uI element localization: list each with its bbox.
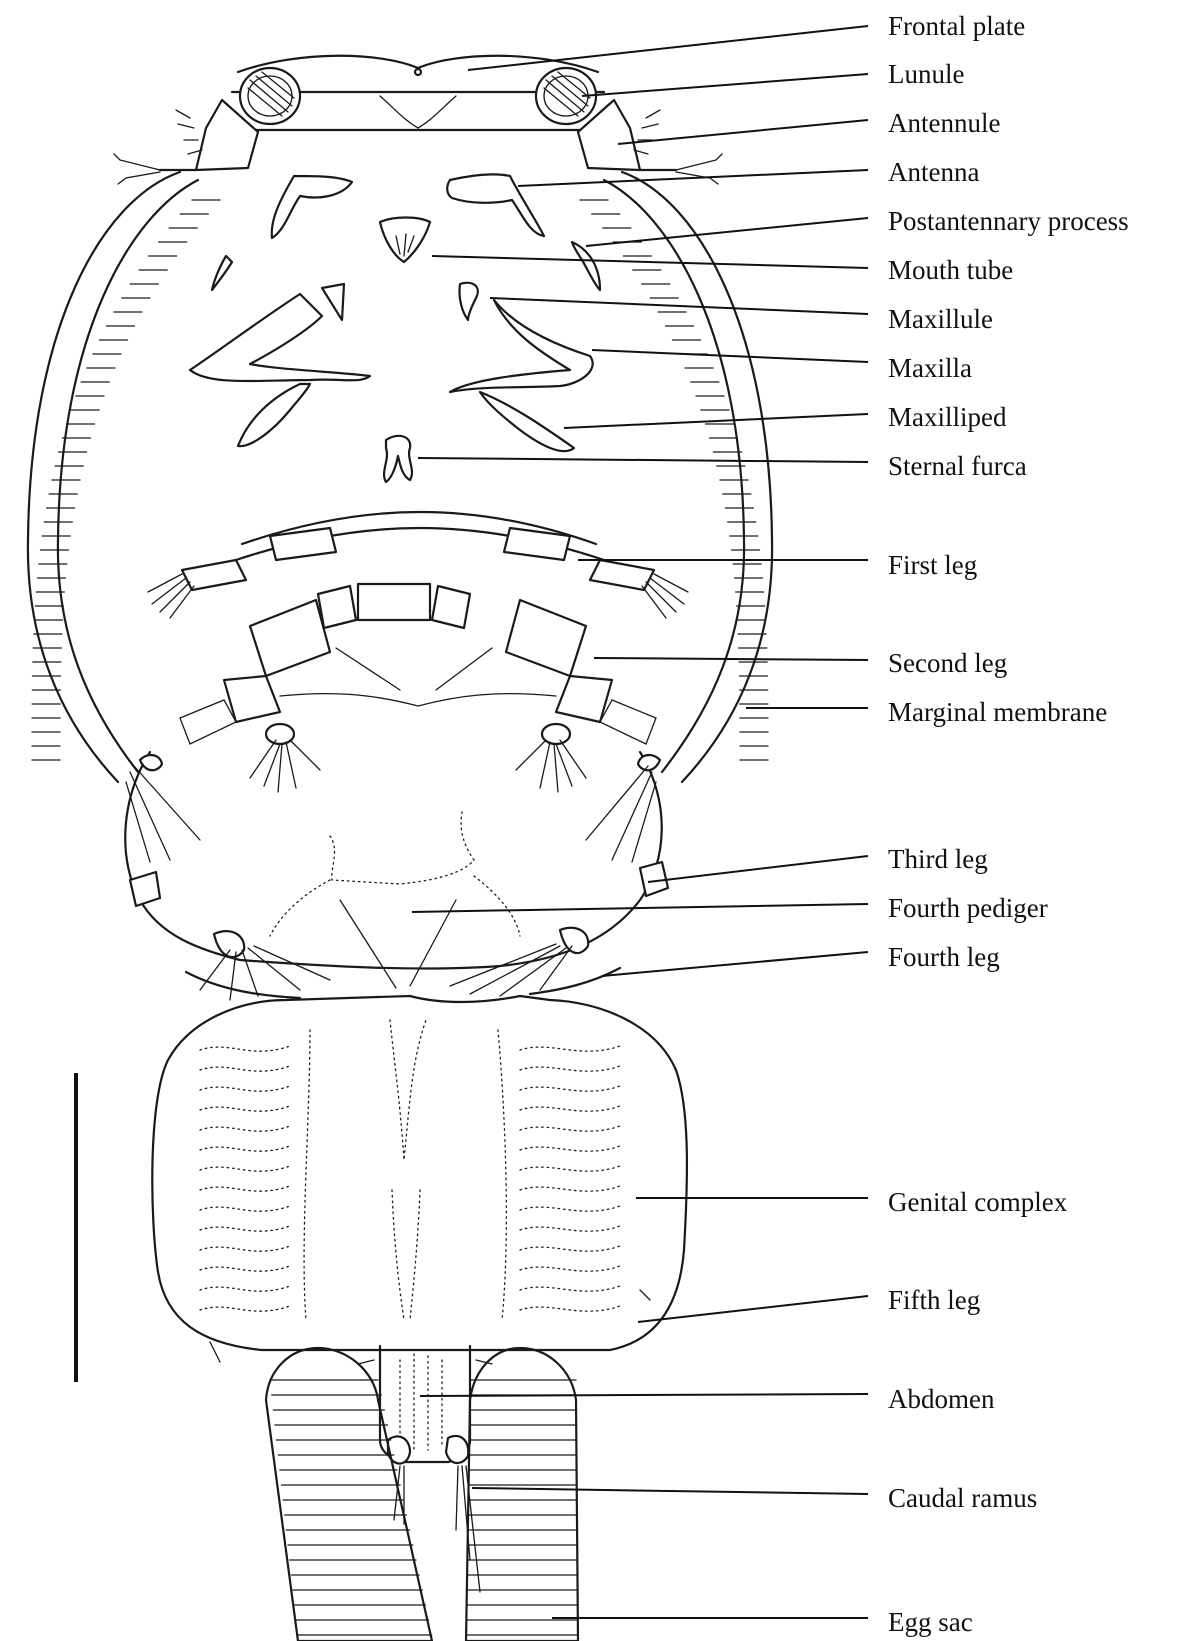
label-maxilla: Maxilla (888, 353, 972, 383)
leader-fourth-pediger (412, 904, 868, 912)
leader-lines (412, 26, 868, 1618)
labels: Frontal plate Lunule Antennule Antenna P… (888, 11, 1129, 1637)
label-mouth-tube: Mouth tube (888, 255, 1013, 285)
label-abdomen: Abdomen (888, 1384, 995, 1414)
leader-second-leg (594, 658, 868, 660)
label-fourth-pediger: Fourth pediger (888, 893, 1048, 923)
leader-postantennary-process (586, 218, 868, 246)
leader-mouth-tube (432, 256, 868, 268)
second-leg-drawing (180, 584, 656, 792)
oral-appendages (190, 174, 600, 482)
label-second-leg: Second leg (888, 648, 1007, 678)
leader-third-leg (648, 856, 868, 882)
label-maxilliped: Maxilliped (888, 402, 1007, 432)
leader-lunule (582, 74, 868, 96)
egg-sacs-drawing (266, 1348, 578, 1641)
genital-internal-striations (200, 1046, 620, 1311)
leader-caudal-ramus (472, 1488, 868, 1494)
leader-fourth-leg (602, 952, 868, 976)
leader-sternal-furca (418, 458, 868, 462)
label-first-leg: First leg (888, 550, 977, 580)
label-egg-sac: Egg sac (888, 1607, 973, 1637)
leader-frontal-plate (468, 26, 868, 70)
label-genital-complex: Genital complex (888, 1187, 1068, 1217)
label-antenna: Antenna (888, 157, 979, 187)
label-postantennary-process: Postantennary process (888, 206, 1129, 236)
lunule-left (240, 68, 300, 124)
label-caudal-ramus: Caudal ramus (888, 1483, 1037, 1513)
label-lunule: Lunule (888, 59, 964, 89)
label-frontal-plate: Frontal plate (888, 11, 1025, 41)
specimen-drawing (28, 56, 772, 1641)
label-maxillule: Maxillule (888, 304, 993, 334)
leader-antennule (618, 120, 868, 144)
leader-maxilla (592, 350, 868, 362)
label-sternal-furca: Sternal furca (888, 451, 1027, 481)
leader-antenna (518, 170, 868, 186)
leader-maxilliped (564, 414, 868, 428)
label-fourth-leg: Fourth leg (888, 942, 1000, 972)
marginal-membrane-striations (32, 200, 768, 760)
abdomen-drawing (210, 1290, 650, 1592)
label-third-leg: Third leg (888, 844, 988, 874)
leader-abdomen (420, 1394, 868, 1396)
egg-sac-segments (270, 1380, 578, 1635)
fourth-pediger-drawing (125, 752, 668, 1000)
genital-complex-drawing (152, 996, 687, 1350)
label-antennule: Antennule (888, 108, 1000, 138)
label-marginal-membrane: Marginal membrane (888, 697, 1107, 727)
label-fifth-leg: Fifth leg (888, 1285, 980, 1315)
frontal-region (114, 56, 722, 184)
